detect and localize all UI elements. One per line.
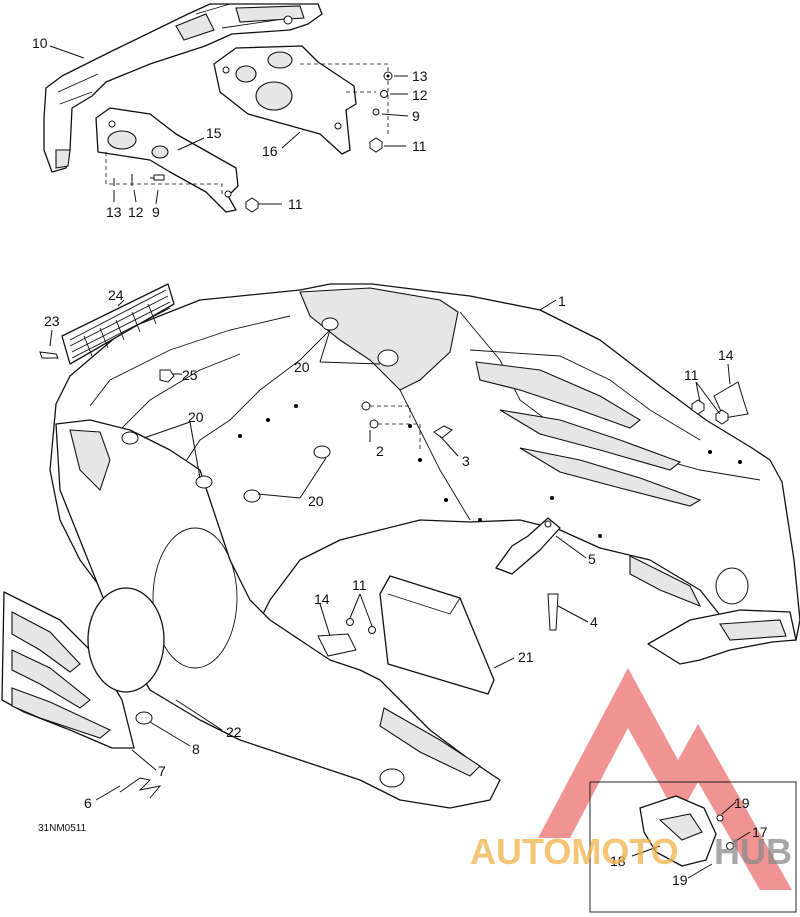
callout-9-right: 9 bbox=[412, 108, 420, 124]
callout-20-lower: 20 bbox=[308, 493, 324, 509]
callout-20-upper: 20 bbox=[294, 359, 310, 375]
cover-22 bbox=[87, 587, 165, 693]
front-bumper bbox=[43, 3, 323, 173]
callout-20-left: 20 bbox=[188, 409, 204, 425]
callout-12-left: 12 bbox=[128, 204, 144, 220]
watermark-triangle-icon bbox=[538, 668, 792, 890]
hardware-group-right bbox=[300, 63, 393, 153]
leader-lines bbox=[49, 45, 751, 879]
hardware-group-left bbox=[105, 152, 259, 213]
panel-21 bbox=[379, 575, 495, 695]
drawing-code: 31NM0511 bbox=[38, 823, 87, 834]
bracket-15 bbox=[95, 107, 239, 213]
watermark-brand-a: AUTOMOTO bbox=[470, 831, 679, 872]
callout-19-upper: 19 bbox=[734, 795, 750, 811]
bracket-14-lower bbox=[317, 618, 376, 657]
callout-13-right: 13 bbox=[412, 68, 428, 84]
callout-18: 18 bbox=[610, 853, 626, 869]
callout-14-right: 14 bbox=[718, 347, 734, 363]
callout-6: 6 bbox=[84, 795, 92, 811]
bracket-16 bbox=[213, 45, 357, 155]
callout-19-lower: 19 bbox=[672, 872, 688, 888]
detail-inset bbox=[589, 781, 797, 913]
side-panel bbox=[1, 591, 135, 749]
callout-25: 25 bbox=[182, 367, 198, 383]
bracket-5 bbox=[495, 517, 561, 575]
callout-17: 17 bbox=[752, 824, 768, 840]
callout-2: 2 bbox=[376, 443, 384, 459]
body-pan bbox=[49, 283, 800, 809]
callout-5: 5 bbox=[588, 551, 596, 567]
watermark-brand-b: HUB bbox=[714, 831, 792, 872]
callout-9-left: 9 bbox=[152, 204, 160, 220]
callout-3: 3 bbox=[462, 453, 470, 469]
callout-13-left: 13 bbox=[106, 204, 122, 220]
hardware-2-3 bbox=[361, 401, 453, 450]
callout-11-right: 11 bbox=[684, 367, 699, 383]
callout-labels: 10 15 16 13 12 9 11 13 12 9 11 1 24 23 2… bbox=[32, 35, 768, 888]
callout-11-top-right: 11 bbox=[412, 138, 427, 154]
vent-grille-24 bbox=[61, 283, 175, 365]
callout-11-top-left: 11 bbox=[288, 196, 303, 212]
clip-6 bbox=[119, 777, 162, 799]
callout-15: 15 bbox=[206, 125, 222, 141]
callout-14-lower: 14 bbox=[314, 591, 330, 607]
callout-4: 4 bbox=[590, 614, 598, 630]
watermark-text: AUTOMOTO HUB bbox=[470, 831, 792, 872]
callout-23: 23 bbox=[44, 313, 60, 329]
callout-11-lower: 11 bbox=[352, 577, 367, 593]
callout-1: 1 bbox=[558, 293, 566, 309]
callout-16: 16 bbox=[262, 143, 278, 159]
clip-25 bbox=[159, 369, 175, 383]
fastener-4 bbox=[547, 593, 559, 631]
callout-10: 10 bbox=[32, 35, 48, 51]
callout-8: 8 bbox=[192, 741, 200, 757]
callout-7: 7 bbox=[158, 763, 166, 779]
callout-21: 21 bbox=[518, 649, 534, 665]
callout-24: 24 bbox=[108, 287, 124, 303]
callout-12-right: 12 bbox=[412, 87, 428, 103]
grommet-8 bbox=[135, 711, 153, 725]
fastener-23 bbox=[39, 351, 59, 359]
callout-22: 22 bbox=[226, 724, 242, 740]
watermark-logo bbox=[538, 668, 792, 890]
